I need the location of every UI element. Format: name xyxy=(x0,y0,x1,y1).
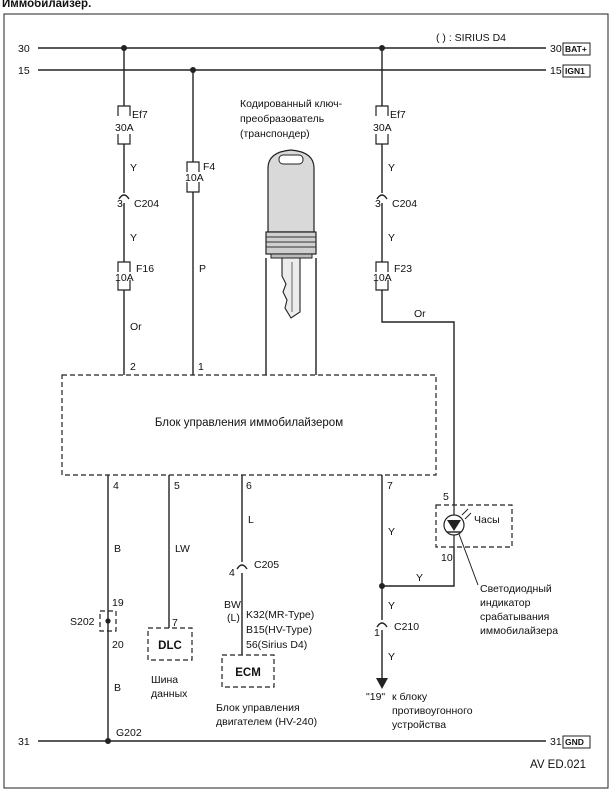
diagram-frame xyxy=(3,13,609,789)
fuse-ef7-right-name: Ef7 xyxy=(390,109,406,121)
ecm-box xyxy=(221,654,275,688)
clock-box xyxy=(435,504,513,548)
dlc-label: DLC xyxy=(158,640,182,652)
theft-caption: к блоку противоугонного устройства xyxy=(392,691,475,731)
clock-pin-top: 5 xyxy=(443,491,449,503)
ground-junction xyxy=(105,738,111,744)
connector-c204-right-pin: 3 xyxy=(375,198,381,210)
immobilizer-control-unit xyxy=(61,374,437,476)
connector-c204-left xyxy=(118,194,130,200)
led-indicator-icon xyxy=(443,505,472,547)
dlc-caption: Шина данных xyxy=(151,674,188,700)
unit-pin-5: 5 xyxy=(174,480,180,492)
wire-label-y: Y xyxy=(388,651,395,663)
connector-c210-name: C210 xyxy=(394,621,419,633)
connector-c204-left-name: C204 xyxy=(134,198,159,210)
sirius-note: ( ) : SIRIUS D4 xyxy=(436,32,506,44)
connector-c204-right-name: C204 xyxy=(392,198,417,210)
splice-s202-name: S202 xyxy=(70,616,95,628)
wire-label-lw: LW xyxy=(175,543,190,555)
unit-pin-4: 4 xyxy=(113,480,119,492)
fuse-f23-name: F23 xyxy=(394,263,412,275)
bat-tag: BAT+ xyxy=(565,44,587,54)
clock-label: Часы xyxy=(474,514,500,526)
wire-label-y: Y xyxy=(416,572,423,584)
connector-c205-name: C205 xyxy=(254,559,279,571)
wire-label-b: B xyxy=(114,543,121,555)
rail-31-left-label: 31 xyxy=(18,736,30,748)
wire-label-bw: BW xyxy=(224,599,241,611)
arrow-down-icon xyxy=(376,678,388,689)
fuse-f4-name: F4 xyxy=(203,161,215,173)
fuse-f23-rating: 10A xyxy=(373,272,392,284)
rail-15-right-label: 15 xyxy=(550,65,562,77)
ign-tag: IGN1 xyxy=(565,66,585,76)
footer-code: AV ED.021 xyxy=(530,759,586,771)
header-text: Иммобилайзер. xyxy=(2,0,91,10)
wire-label-bw-sirius: (L) xyxy=(227,612,240,624)
dlc-box xyxy=(147,627,193,661)
splice-s202 xyxy=(99,610,117,632)
rail-15-left-label: 15 xyxy=(18,65,30,77)
transponder-label: Кодированный ключ- преобразователь (тран… xyxy=(240,98,345,140)
wire-label-y: Y xyxy=(388,162,395,174)
wire-label-y: Y xyxy=(130,232,137,244)
gnd-tag-box xyxy=(562,735,591,749)
splice-s202-pin-bottom: 20 xyxy=(112,639,124,651)
theft-pin: "19" xyxy=(366,691,385,703)
rail-30-left-label: 30 xyxy=(18,43,30,55)
unit-pin-7: 7 xyxy=(387,480,393,492)
dlc-pin: 7 xyxy=(172,617,178,629)
wire-label-p: P xyxy=(199,263,206,275)
gnd-tag: GND xyxy=(565,737,584,747)
rail-31-right-label: 31 xyxy=(550,736,562,748)
control-unit-label: Блок управления иммобилайзером xyxy=(155,417,343,429)
wire-label-b: B xyxy=(114,682,121,694)
wire-label-or: Or xyxy=(414,308,426,320)
fuse-ef7-right-rating: 30A xyxy=(373,122,392,134)
connector-c210 xyxy=(376,622,388,628)
wire-label-y: Y xyxy=(388,232,395,244)
fuse-f16-rating: 10A xyxy=(115,272,134,284)
connector-c205 xyxy=(236,564,248,570)
ign-tag-box xyxy=(562,64,591,78)
bat-tag-box xyxy=(562,42,591,56)
ecm-caption: Блок управления двигателем (HV-240) xyxy=(216,702,317,728)
unit-pin-2: 2 xyxy=(130,361,136,373)
wire-label-y: Y xyxy=(130,162,137,174)
led-caption: Светодиодный индикатор срабатывания иммо… xyxy=(480,583,558,637)
connector-c204-right xyxy=(376,194,388,200)
ground-g202: G202 xyxy=(116,727,142,739)
wire-label-y: Y xyxy=(388,600,395,612)
transponder-key-icon xyxy=(265,149,317,375)
wire-label-y: Y xyxy=(388,526,395,538)
ecm-pin-list: K32(MR-Type) B15(HV-Type) 56(Sirius D4) xyxy=(246,609,317,651)
ecm-label: ECM xyxy=(235,667,261,679)
fuse-f4-rating: 10A xyxy=(185,172,204,184)
connector-c204-left-pin: 3 xyxy=(117,198,123,210)
led-pointer-line xyxy=(458,533,479,586)
splice-s202-pin-top: 19 xyxy=(112,597,124,609)
clock-pin-bottom: 10 xyxy=(441,552,453,564)
fuse-f16-name: F16 xyxy=(136,263,154,275)
connector-c210-pin: 1 xyxy=(374,627,380,639)
fuse-ef7-left-name: Ef7 xyxy=(132,109,148,121)
connector-c205-pin: 4 xyxy=(229,567,235,579)
rail-30-right-label: 30 xyxy=(550,43,562,55)
wire-label-l: L xyxy=(248,514,254,526)
unit-pin-6: 6 xyxy=(246,480,252,492)
unit-pin-1: 1 xyxy=(198,361,204,373)
wire-label-or: Or xyxy=(130,321,142,333)
fuse-ef7-left-rating: 30A xyxy=(115,122,134,134)
